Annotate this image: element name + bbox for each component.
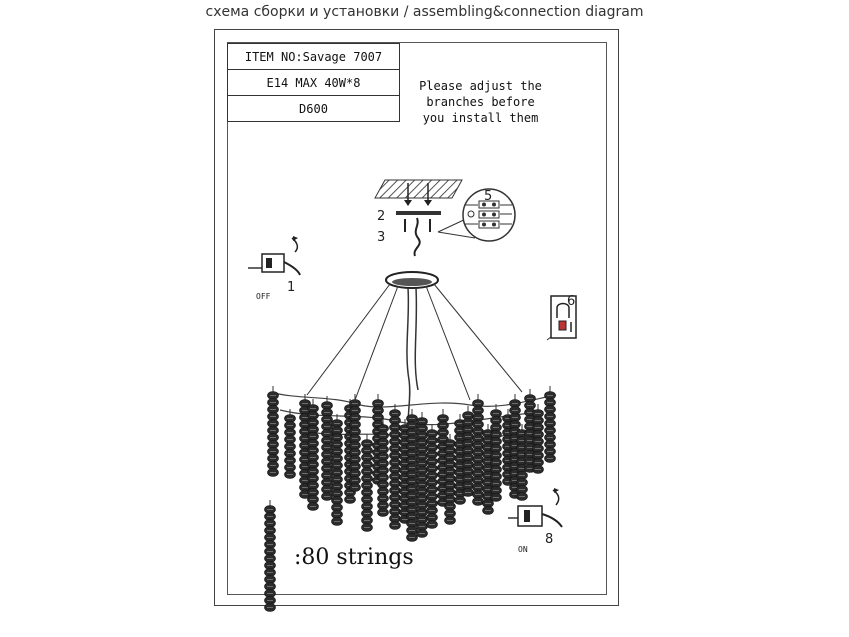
canopy — [385, 271, 439, 289]
note-line-1: Please adjust the — [419, 79, 542, 93]
ceiling-mount-group: 2 3 — [374, 179, 463, 257]
crystal-string — [377, 419, 389, 517]
screw-right-head — [424, 200, 432, 206]
crystal-string — [406, 409, 418, 542]
diagram-caption: схема сборки и установки / assembling&co… — [205, 4, 644, 20]
crystal-string — [426, 424, 438, 529]
step-8-label: 8 — [545, 532, 553, 547]
crystal-string — [544, 386, 556, 463]
crystal-string — [331, 414, 343, 526]
crystal-string — [361, 434, 373, 532]
crystal-string — [284, 409, 296, 479]
on-label: ON — [518, 545, 528, 554]
note-line-2: branches before — [426, 95, 535, 109]
crystal-string — [307, 399, 319, 511]
spec-table: ITEM NO:Savage 7007 E14 MAX 40W*8 D600 — [227, 43, 400, 122]
spec-bulbs: E14 MAX 40W*8 — [227, 70, 400, 96]
outer-frame — [214, 29, 619, 606]
crystal-string — [349, 394, 361, 492]
legend-crystal-string — [264, 500, 276, 612]
spec-item-number: ITEM NO:Savage 7007 — [227, 43, 400, 70]
single-string-legend — [264, 500, 276, 612]
crystal-string — [490, 404, 502, 502]
screw-left-head — [404, 200, 412, 206]
crystal-strings-cluster — [267, 386, 557, 542]
crystal-string — [472, 394, 484, 506]
adjust-branches-note: Please adjust the branches before you in… — [408, 78, 553, 126]
crystal-string — [416, 412, 428, 538]
crystal-string — [267, 386, 279, 477]
bulb-group: 6 — [546, 294, 577, 341]
switch-off-group: 1 OFF — [248, 236, 301, 301]
note-line-3: you install them — [422, 111, 539, 125]
mounting-bar — [396, 211, 441, 215]
switch-box-off — [261, 253, 285, 273]
crystal-string — [321, 396, 333, 501]
inner-frame — [227, 42, 607, 595]
step-1-label: 1 — [287, 280, 295, 295]
step-2-label: 2 — [377, 209, 385, 224]
crystal-string — [516, 424, 528, 501]
step-3-label: 3 — [377, 230, 385, 245]
strings-count: :80 strings — [294, 545, 414, 570]
bulb-box — [550, 295, 577, 339]
terminal-block-detail: 5 — [437, 188, 516, 242]
spec-diameter: D600 — [227, 96, 400, 122]
ceiling-block — [374, 179, 463, 199]
supply-wire — [413, 217, 421, 257]
crystal-string — [462, 406, 474, 497]
off-label: OFF — [256, 292, 271, 301]
step-5-label: 5 — [484, 189, 492, 204]
crystal-string — [444, 434, 456, 525]
crystal-string — [532, 404, 544, 474]
crystal-string — [389, 404, 401, 530]
switch-on-group: 8 ON — [508, 488, 563, 554]
step-6-label: 6 — [567, 294, 575, 309]
